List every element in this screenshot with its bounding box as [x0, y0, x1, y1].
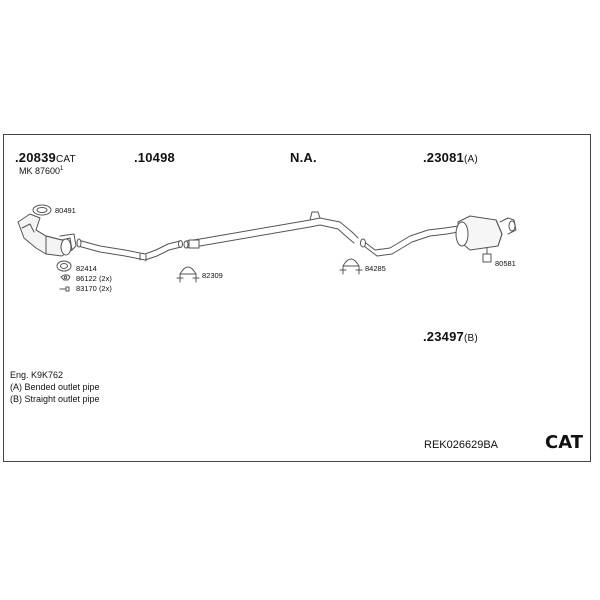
diagram-frame [3, 134, 591, 462]
part-label-86122: 86122 (2x) [76, 274, 112, 283]
gasket-icon [32, 204, 52, 216]
part-number: .23081 [423, 150, 464, 165]
pipe-icon [360, 225, 459, 257]
note-a: (A) Bended outlet pipe [10, 382, 100, 392]
part-suffix: CAT [55, 154, 76, 165]
part-suffix: (B) [463, 333, 478, 344]
engine-note: Eng. K9K762 [10, 370, 64, 380]
mounting-kit-label: MK 876001 [19, 166, 63, 176]
mounting-kit-number: MK 87600 [19, 166, 61, 176]
part-group-catalyst: .20839CAT [15, 151, 76, 165]
hanger-icon [482, 247, 492, 263]
footnote-marker: 1 [60, 166, 64, 172]
part-group-middle-pipe: N.A. [290, 151, 317, 164]
part-label-83170: 83170 (2x) [76, 284, 112, 293]
note-b: (B) Straight outlet pipe [10, 394, 100, 404]
part-number: N.A. [290, 150, 317, 165]
nut-icon [60, 274, 71, 281]
part-group-rear-silencer-a: .23081(A) [423, 151, 478, 165]
clamp-icon [176, 266, 200, 283]
part-label-84285: 84285 [365, 264, 386, 273]
part-group-front-pipe: .10498 [134, 151, 175, 164]
part-label-82309: 82309 [202, 271, 223, 280]
catalytic-converter-icon [17, 213, 77, 257]
part-number: .23497 [423, 329, 464, 344]
part-number: .20839 [15, 150, 56, 165]
cat-badge: CAT [545, 432, 584, 453]
reference-number: REK026629BA [424, 439, 498, 451]
pipe-icon [183, 211, 359, 249]
part-suffix: (A) [463, 154, 478, 165]
part-label-80491: 80491 [55, 206, 76, 215]
pipe-icon [76, 238, 183, 262]
notes-legend: Eng. K9K762 (A) Bended outlet pipe (B) S… [10, 369, 100, 405]
part-number: .10498 [134, 150, 175, 165]
part-group-rear-silencer-b: .23497(B) [423, 330, 478, 344]
part-label-82414: 82414 [76, 264, 97, 273]
clamp-icon [339, 258, 363, 275]
bolt-icon [59, 286, 70, 292]
gasket-icon [56, 260, 72, 272]
part-label-80581: 80581 [495, 259, 516, 268]
silencer-icon [455, 215, 517, 251]
